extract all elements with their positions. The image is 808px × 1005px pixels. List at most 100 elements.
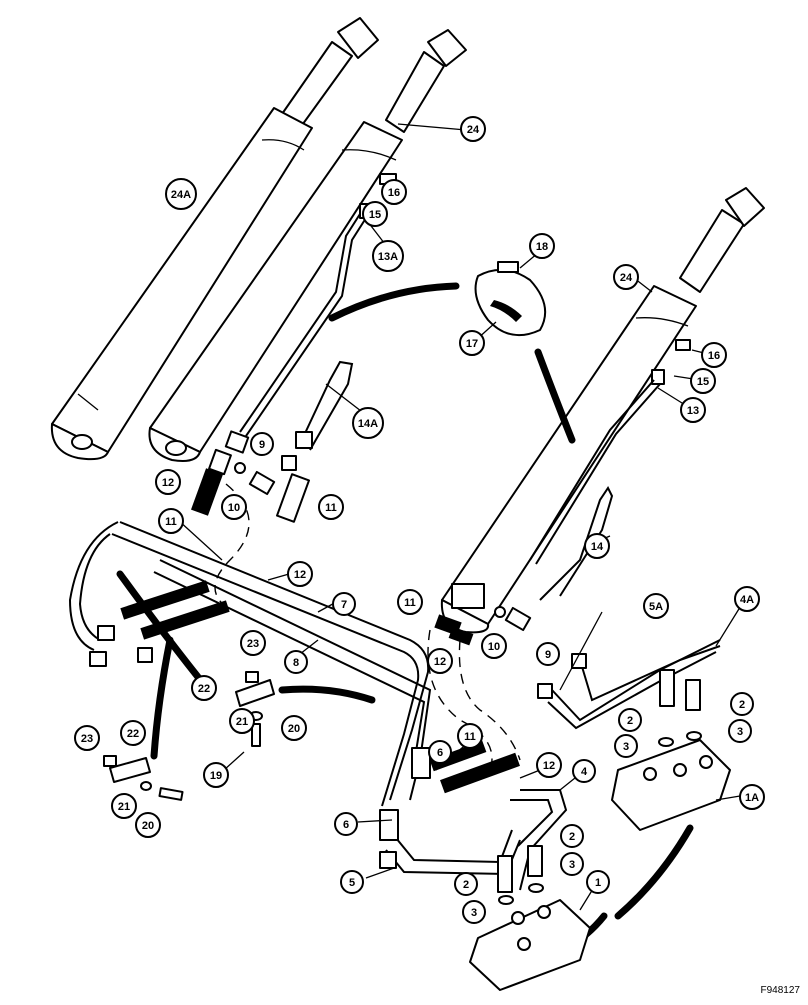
callout-circle [158, 508, 184, 534]
callout-circle [332, 592, 356, 616]
callout-circle [155, 469, 181, 495]
callout-circle [734, 586, 760, 612]
callout-label: 14 [591, 541, 604, 553]
cylinder-24a [50, 17, 379, 461]
callout-label: 5 [349, 877, 355, 889]
cylinder-24-right [440, 187, 765, 634]
callout-label: 6 [437, 747, 443, 759]
callout-circle [240, 630, 266, 656]
callout-c16-top: 16 [381, 179, 407, 205]
callout-label: 9 [545, 649, 551, 661]
callout-circle [362, 201, 388, 227]
cylinder-24-top [148, 29, 467, 462]
callout-circle [203, 762, 229, 788]
callout-label: 1 [595, 877, 601, 889]
callout-c13a: 13A [372, 240, 404, 272]
callout-label: 12 [434, 656, 446, 668]
callout-c2-low-b: 2 [454, 872, 478, 896]
figure-code: F948127 [760, 985, 800, 996]
clamp-assembly-left [103, 755, 184, 801]
callout-circle [481, 633, 507, 659]
callout-circle [560, 852, 584, 876]
callout-circle [318, 494, 344, 520]
callout-circle [381, 179, 407, 205]
callout-c20-left: 20 [135, 812, 161, 838]
callout-circle [74, 725, 100, 751]
callout-circle [462, 900, 486, 924]
callout-c21-left: 21 [111, 793, 137, 819]
callout-c3-right-b: 3 [614, 734, 638, 758]
callout-c13: 13 [680, 397, 706, 423]
callout-circle [372, 240, 404, 272]
callout-c23-left: 23 [74, 725, 100, 751]
callout-c2-right-a: 2 [730, 692, 754, 716]
callout-label: 15 [369, 209, 381, 221]
callout-label: 22 [127, 728, 139, 740]
callout-label: 3 [471, 907, 477, 919]
callout-label: 19 [210, 770, 222, 782]
callout-c9-top: 9 [250, 432, 274, 456]
callout-label: 12 [162, 477, 174, 489]
callout-label: 20 [288, 723, 300, 735]
callout-circle [120, 720, 146, 746]
callout-label: 6 [343, 819, 349, 831]
callout-label: 11 [404, 597, 416, 609]
callout-c17: 17 [459, 330, 485, 356]
callout-label: 21 [236, 716, 248, 728]
callout-circle [229, 708, 255, 734]
callout-circle [460, 116, 486, 142]
callout-circle [730, 692, 754, 716]
callout-c8: 8 [284, 650, 308, 674]
callout-c11-mid: 11 [397, 589, 423, 615]
callout-label: 24 [620, 272, 633, 284]
callout-circle [586, 870, 610, 894]
callout-c12-left: 12 [287, 561, 313, 587]
callout-label: 12 [543, 760, 555, 772]
callout-label: 2 [627, 715, 633, 727]
callout-label: 8 [293, 657, 299, 669]
callout-circle [250, 432, 274, 456]
callout-c6-a: 6 [428, 740, 452, 764]
clip-17-18 [474, 261, 547, 337]
callout-c12-mid: 12 [427, 648, 453, 674]
callout-circle [111, 793, 137, 819]
callout-c10-top: 10 [221, 494, 247, 520]
callout-label: 4A [740, 594, 754, 606]
callout-circle [572, 759, 596, 783]
callout-circle [459, 330, 485, 356]
callout-c14a: 14A [352, 407, 384, 439]
callout-label: 17 [466, 338, 478, 350]
callout-c10-mid: 10 [481, 633, 507, 659]
control-valve-1a [611, 669, 731, 831]
callout-label: 12 [294, 569, 306, 581]
callout-label: 2 [569, 831, 575, 843]
callout-circle [334, 812, 358, 836]
callout-circle [560, 824, 584, 848]
callout-label: 24A [171, 189, 191, 201]
tube-assembly-7-8 [68, 521, 432, 807]
upper-fittings [191, 430, 313, 523]
callout-label: 13 [687, 405, 699, 417]
callout-label: 16 [708, 350, 720, 362]
clamp-assembly-middle [235, 671, 275, 747]
callout-circle [584, 533, 610, 559]
callout-label: 10 [488, 641, 500, 653]
callout-label: 11 [165, 516, 177, 528]
callout-label: 16 [388, 187, 400, 199]
callout-circle [457, 723, 483, 749]
callout-circle [701, 342, 727, 368]
callout-label: 4 [581, 766, 588, 778]
callout-c1: 1 [586, 870, 610, 894]
callout-c9-mid: 9 [536, 642, 560, 666]
callout-circle [352, 407, 384, 439]
callout-circle [739, 784, 765, 810]
callout-circle [221, 494, 247, 520]
callout-label: 11 [464, 731, 476, 743]
callout-label: 13A [378, 251, 398, 263]
callout-c3-low-a: 3 [560, 852, 584, 876]
callout-c11-left: 11 [158, 508, 184, 534]
callout-circle [618, 708, 642, 732]
callout-circle [454, 872, 478, 896]
callout-c15-top: 15 [362, 201, 388, 227]
